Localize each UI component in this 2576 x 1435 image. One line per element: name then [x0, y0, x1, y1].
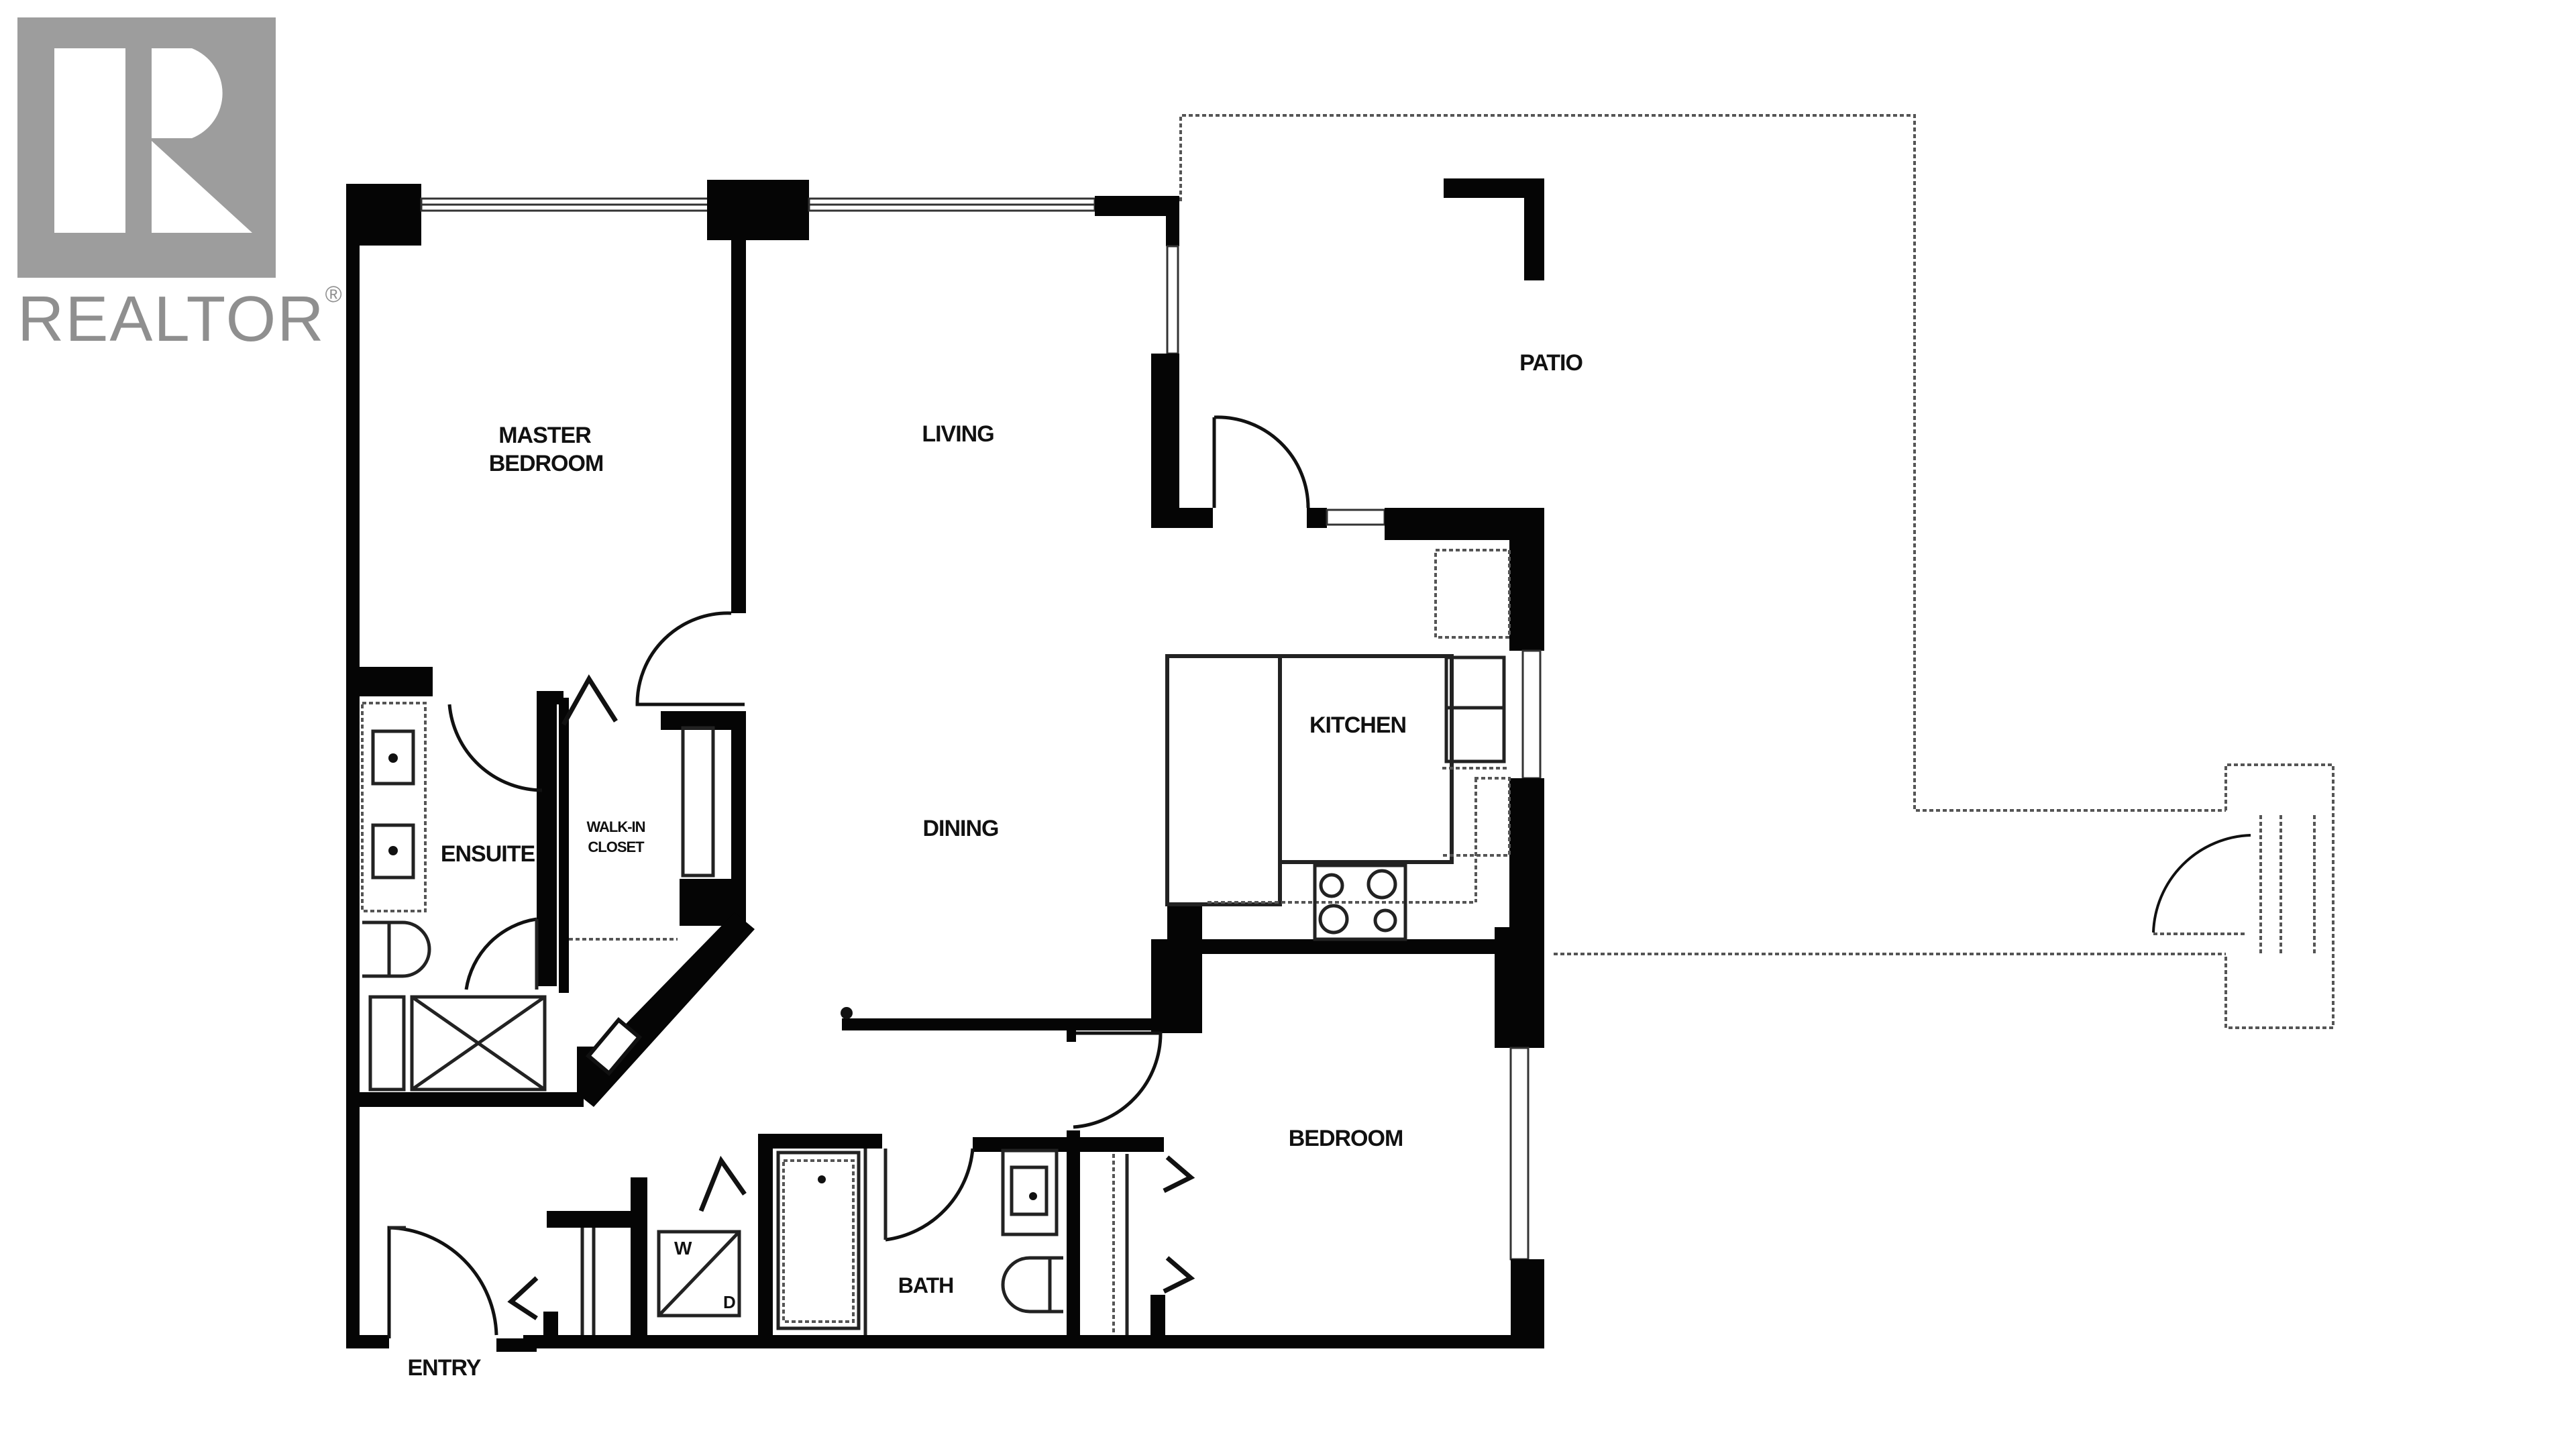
label-patio: PATIO	[1519, 350, 1582, 376]
sink-icon	[371, 729, 415, 786]
sink-icon	[371, 823, 415, 880]
washer-dryer-icon	[657, 1230, 741, 1318]
exterior-walls	[346, 180, 1544, 1352]
room-labels: MASTER BEDROOM LIVING PATIO KITCHEN DINI…	[408, 350, 1584, 1381]
patio-area	[1179, 114, 2334, 1029]
toilet-icon	[1001, 1256, 1063, 1314]
label-living: LIVING	[922, 421, 994, 447]
shower-icon	[410, 995, 547, 1092]
label-dining: DINING	[923, 816, 999, 841]
label-master-bedroom-2: BEDROOM	[489, 451, 604, 476]
realtor-brand-text: REALTOR	[17, 283, 325, 355]
realtor-r-icon	[17, 17, 276, 278]
bathtub-icon	[776, 1151, 861, 1330]
washer-mark: W	[674, 1238, 692, 1259]
interior-walls	[356, 240, 1543, 1347]
realtor-wordmark: REALTOR®	[17, 283, 342, 352]
label-walk-in-closet-1: WALK-IN	[586, 818, 645, 835]
realtor-logo: REALTOR®	[17, 17, 342, 352]
stove-icon	[1313, 863, 1407, 941]
label-master-bedroom-1: MASTER	[498, 423, 591, 448]
label-walk-in-closet-2: CLOSET	[588, 839, 645, 855]
toilet-icon	[362, 920, 431, 978]
label-ensuite: ENSUITE	[441, 841, 535, 867]
label-entry: ENTRY	[408, 1355, 482, 1381]
dryer-mark: D	[723, 1292, 736, 1312]
label-bath: BATH	[898, 1273, 954, 1297]
label-kitchen: KITCHEN	[1309, 712, 1406, 738]
fixtures: W D	[361, 549, 1511, 1338]
sink-icon	[1001, 1149, 1059, 1236]
registered-mark: ®	[325, 282, 343, 307]
label-bedroom: BEDROOM	[1289, 1126, 1403, 1151]
